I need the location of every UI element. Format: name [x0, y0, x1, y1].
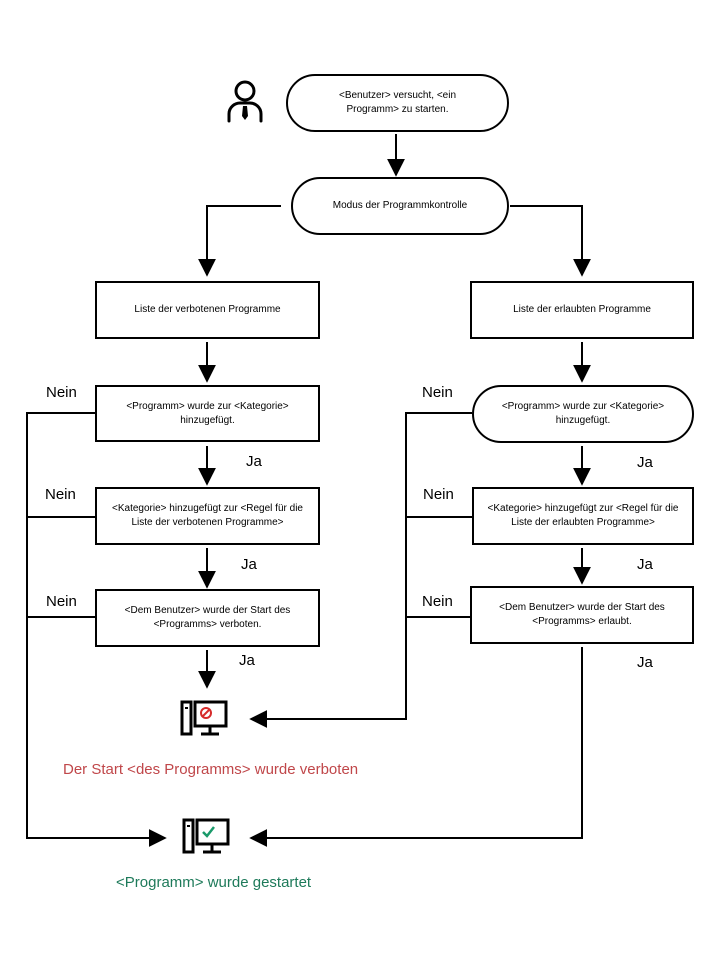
left-yes-label-3: Ja	[239, 652, 255, 669]
left-list-node: Liste der verbotenen Programme	[95, 281, 320, 339]
computer-blocked-icon	[180, 700, 228, 736]
arrow-mode-to-left-list	[198, 205, 281, 277]
right-no-label-2: Nein	[423, 486, 454, 503]
mode-node: Modus der Programmkontrolle	[291, 177, 509, 235]
left-no-label-1: Nein	[46, 384, 77, 401]
right-check2-node: <Kategorie> hinzugefügt zur <Regel für d…	[472, 487, 694, 545]
started-result-text: <Programm> wurde gestartet	[116, 874, 312, 891]
left-check1-node: <Programm> wurde zur <Kategorie> hinzuge…	[95, 385, 320, 442]
left-yes-label-1: Ja	[246, 453, 262, 470]
right-yes-label-2: Ja	[637, 556, 653, 573]
right-yes-label-1: Ja	[637, 454, 653, 471]
right-no-label-1: Nein	[422, 384, 453, 401]
left-no-bus	[26, 412, 167, 847]
left-no-label-2: Nein	[45, 486, 76, 503]
arrow-right-check3-to-started	[249, 647, 583, 847]
computer-allowed-icon	[182, 818, 230, 854]
right-check1-node: <Programm> wurde zur <Kategorie> hinzuge…	[472, 385, 694, 443]
left-check3-node: <Dem Benutzer> wurde der Start des <Prog…	[95, 589, 320, 647]
left-yes-label-2: Ja	[241, 556, 257, 573]
start-node: <Benutzer> versucht, <ein Programm> zu s…	[286, 74, 509, 132]
left-check2-node: <Kategorie> hinzugefügt zur <Regel für d…	[95, 487, 320, 545]
right-no-label-3: Nein	[422, 593, 453, 610]
arrow-mode-to-right-list	[510, 205, 591, 277]
left-no-label-3: Nein	[46, 593, 77, 610]
right-check3-node: <Dem Benutzer> wurde der Start des <Prog…	[470, 586, 694, 644]
right-list-node: Liste der erlaubten Programme	[470, 281, 694, 339]
right-yes-label-3: Ja	[637, 654, 653, 671]
user-icon	[227, 80, 263, 123]
blocked-result-text: Der Start <des Programms> wurde verboten	[63, 761, 359, 778]
right-no-bus	[249, 412, 472, 728]
